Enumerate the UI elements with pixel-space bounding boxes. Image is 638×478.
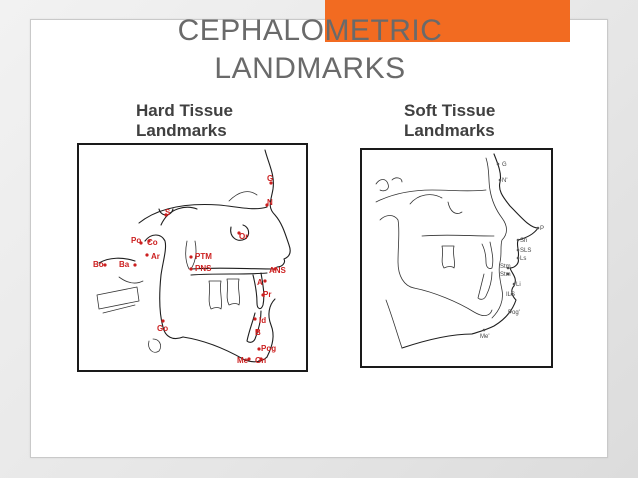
accent-bar (325, 0, 570, 42)
title-line-1: CEPHALOMETRIC (177, 14, 443, 47)
soft-landmark-g: G (502, 162, 507, 168)
landmark-co: Co (147, 238, 158, 247)
landmark-me: Me (237, 356, 249, 365)
landmark-pr: Pr (263, 290, 271, 299)
soft-landmark-li: Li (516, 282, 521, 288)
landmark-ptm: PTM (195, 252, 212, 261)
soft-landmark-stm-lower: Stm (500, 272, 511, 278)
soft-landmark-me: Me' (480, 334, 489, 340)
soft-landmark-n: N' (502, 178, 507, 184)
soft-landmark-sls: SLS (520, 248, 531, 254)
hard-tissue-heading-line-1: Hard Tissue (136, 101, 234, 120)
hard-tissue-tracing: G N S Or Po Co Ar Bo Ba PTM PNS ANS A Pr… (93, 149, 291, 365)
landmark-ba: Ba (119, 260, 130, 269)
landmark-s: S (165, 208, 171, 217)
landmark-id: Id (259, 316, 266, 325)
hard-tissue-heading: Hard Tissue Landmarks (136, 101, 296, 141)
soft-tissue-heading: Soft Tissue Landmarks (404, 101, 564, 141)
landmark-po: Po (131, 236, 141, 245)
soft-landmark-ls: Ls (520, 256, 526, 262)
landmark-or: Or (239, 232, 248, 241)
landmark-ar: Ar (151, 252, 160, 261)
landmark-g: G (267, 174, 273, 183)
hard-tissue-diagram: G N S Or Po Co Ar Bo Ba PTM PNS ANS A Pr… (77, 143, 308, 372)
landmark-go: Go (157, 324, 168, 333)
hard-tissue-heading-line-2: Landmarks (136, 121, 227, 140)
landmark-pns: PNS (195, 264, 212, 273)
soft-landmark-sn: Sn (520, 238, 527, 244)
soft-landmark-p: P (540, 226, 544, 232)
title-line-2: LANDMARKS (214, 52, 406, 85)
landmark-n: N (267, 198, 273, 207)
soft-landmark-pog: Pog' (508, 310, 520, 316)
landmark-bo: Bo (93, 260, 104, 269)
soft-tissue-tracing: G N' P Sn SLS Ls Stm Stm Li ILS Pog' Me' (375, 153, 544, 349)
soft-tissue-heading-line-2: Landmarks (404, 121, 495, 140)
soft-landmark-ils: ILS (506, 292, 515, 298)
landmark-b: B (255, 328, 261, 337)
slide-title: CEPHALOMETRIC LANDMARKS (120, 12, 500, 88)
soft-landmark-stm-upper: Stm (500, 264, 511, 270)
soft-tissue-diagram: G N' P Sn SLS Ls Stm Stm Li ILS Pog' Me' (360, 148, 553, 368)
landmark-ans: ANS (269, 266, 287, 275)
landmark-pog: Pog (261, 344, 276, 353)
landmark-a: A (257, 278, 263, 287)
soft-tissue-heading-line-1: Soft Tissue (404, 101, 496, 120)
landmark-gn: Gn (255, 356, 266, 365)
